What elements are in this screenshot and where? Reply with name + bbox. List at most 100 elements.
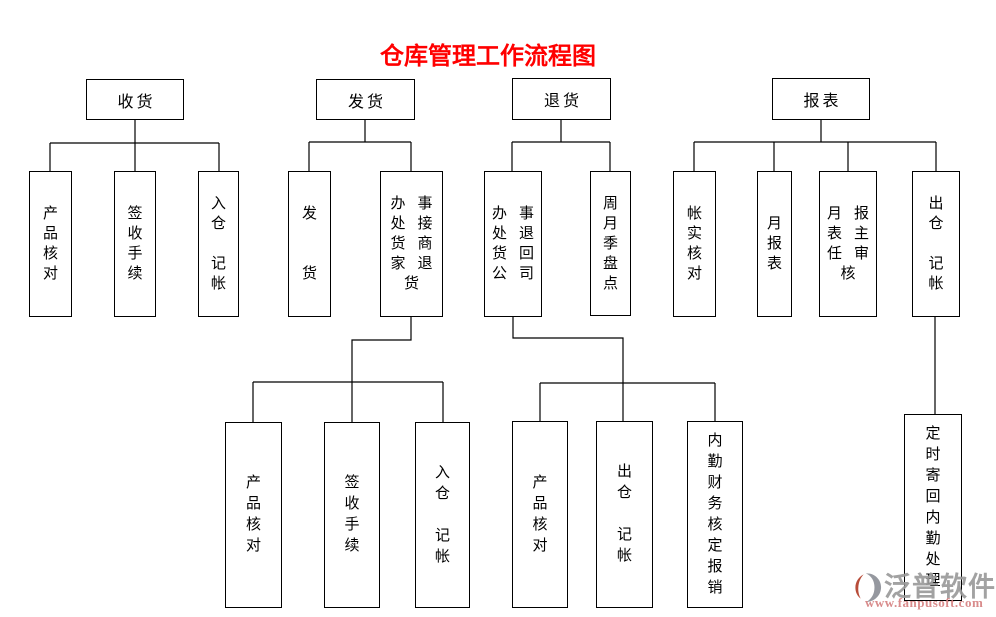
- box-text-row: 产: [245, 475, 261, 491]
- box-text-row: 对: [42, 266, 58, 282]
- box-text-row: 出: [928, 196, 944, 212]
- box-text-row: 收: [127, 226, 143, 242]
- box-text-row: 务: [707, 495, 723, 512]
- box-text-row: 产: [42, 206, 58, 222]
- box-text-row: 点: [602, 275, 618, 292]
- flow-box-ship-deliver: 发货: [288, 171, 331, 317]
- flow-box-receive-product-check: 产品核对: [29, 171, 72, 317]
- box-text-row: 时: [925, 446, 941, 463]
- flow-box-return-stocktake: 周月季盘点: [590, 171, 631, 316]
- box-text-row: 核: [532, 516, 548, 533]
- box-text-row: 帐: [928, 276, 944, 292]
- box-text-row: 发: [301, 206, 317, 222]
- box-text-row: 手: [127, 246, 143, 262]
- box-text-row: 出: [616, 464, 632, 480]
- box-text-row: 月报: [826, 206, 870, 222]
- box-text-row: 办事: [491, 206, 535, 222]
- box-text-row: 公司: [491, 266, 535, 282]
- box-text-row: 定: [707, 537, 723, 554]
- box-text-row: 报: [766, 236, 782, 252]
- box-label: 发货: [347, 93, 386, 111]
- box-text-row: 勤: [707, 453, 723, 470]
- box-text-row: 处接: [390, 216, 433, 232]
- flow-box-return-outbound-book: 出仓记帐: [596, 421, 653, 608]
- flow-box-ship-sign-procedure: 签收手续: [324, 422, 380, 608]
- box-text-row: 家退: [390, 256, 433, 272]
- box-text-row: 盘: [602, 255, 618, 272]
- page-title: 仓库管理工作流程图: [380, 43, 596, 70]
- box-text-row: 货: [403, 276, 419, 292]
- flow-box-return-office-return: 办事处退货回公司: [484, 171, 542, 317]
- box-text-row: 产: [532, 474, 548, 491]
- box-text-row: 核: [245, 517, 261, 533]
- box-text-row: 核: [707, 516, 723, 533]
- box-text-row: 周: [602, 195, 618, 212]
- flow-box-return-finance-approve: 内勤财务核定报销: [687, 421, 743, 608]
- box-label: 报表: [803, 93, 842, 110]
- box-text-row: 理: [925, 572, 941, 589]
- box-text-row: 记: [616, 527, 632, 543]
- box-text-row: 对: [532, 537, 548, 554]
- box-text-row: 入: [210, 196, 226, 212]
- box-text-row: 货回: [491, 246, 535, 262]
- box-text-row: 帐: [434, 548, 450, 565]
- box-text-row: 处退: [491, 226, 535, 242]
- box-text-row: 定: [925, 425, 941, 442]
- box-text-row: 记: [434, 527, 450, 544]
- box-text-row: 签: [127, 206, 143, 222]
- flow-box-report-account-check: 帐实核对: [673, 171, 716, 317]
- box-text-row: 回: [925, 488, 941, 505]
- box-text-row: 对: [245, 538, 261, 554]
- box-text-row: 仓: [210, 216, 226, 232]
- box-text-row: 报: [707, 558, 723, 575]
- box-text-row: 收: [344, 496, 360, 512]
- flow-box-report-outbound-book: 出仓记帐: [912, 171, 960, 317]
- flow-box-receive-sign-procedure: 签收手续: [114, 171, 156, 317]
- box-text-row: 任审: [826, 246, 870, 262]
- box-text-row: 销: [707, 579, 723, 596]
- box-text-row: 帐: [616, 548, 632, 564]
- flow-box-receive-root: 收货: [86, 79, 184, 120]
- box-text-row: 仓: [616, 485, 632, 501]
- box-text-row: 签: [344, 475, 360, 491]
- flow-box-ship-warehouse-book: 入仓记帐: [415, 422, 470, 608]
- box-text-row: 品: [245, 496, 261, 512]
- box-label: 退货: [543, 93, 582, 110]
- watermark-url-text: www.fanpusoft.com: [865, 595, 984, 610]
- flow-box-report-root: 报表: [772, 78, 870, 120]
- box-label: 收货: [117, 93, 156, 111]
- flow-box-report-director-audit: 月报表主任审核: [819, 171, 877, 317]
- flow-box-report-monthly: 月报表: [757, 171, 792, 317]
- flow-box-ship-office-pickup: 办事处接货商家退货: [380, 171, 443, 317]
- connector-line: [351, 317, 412, 382]
- box-text-row: 内: [707, 432, 723, 449]
- box-text-row: 记: [210, 256, 226, 272]
- watermark-brand-text: 泛普软件: [884, 572, 996, 602]
- flow-box-ship-root: 发货: [316, 79, 415, 120]
- box-text-row: 核: [840, 266, 856, 282]
- box-text-row: 办事: [390, 196, 433, 212]
- box-text-row: 货: [301, 266, 317, 282]
- box-text-row: 手: [344, 517, 360, 533]
- box-text-row: 勤: [925, 530, 941, 547]
- box-text-row: 对: [686, 266, 702, 282]
- box-text-row: 实: [686, 226, 702, 242]
- box-text-row: 月: [766, 216, 782, 232]
- box-text-row: 核: [42, 246, 58, 262]
- box-text-row: 仓: [434, 485, 450, 502]
- flow-box-ship-product-check: 产品核对: [225, 422, 282, 608]
- box-text-row: 续: [127, 266, 143, 282]
- box-text-row: 表主: [826, 226, 870, 242]
- connector-line: [512, 317, 624, 383]
- box-text-row: 续: [344, 538, 360, 554]
- box-text-row: 表: [766, 256, 782, 272]
- box-text-row: 处: [925, 551, 941, 568]
- box-text-row: 月: [602, 215, 618, 232]
- flow-box-return-product-check: 产品核对: [512, 421, 568, 608]
- watermark: 泛普软件 www.fanpusoft.com: [850, 565, 996, 615]
- box-text-row: 寄: [925, 467, 941, 484]
- box-text-row: 帐: [210, 276, 226, 292]
- flow-box-receive-warehouse-book: 入仓记帐: [198, 171, 239, 317]
